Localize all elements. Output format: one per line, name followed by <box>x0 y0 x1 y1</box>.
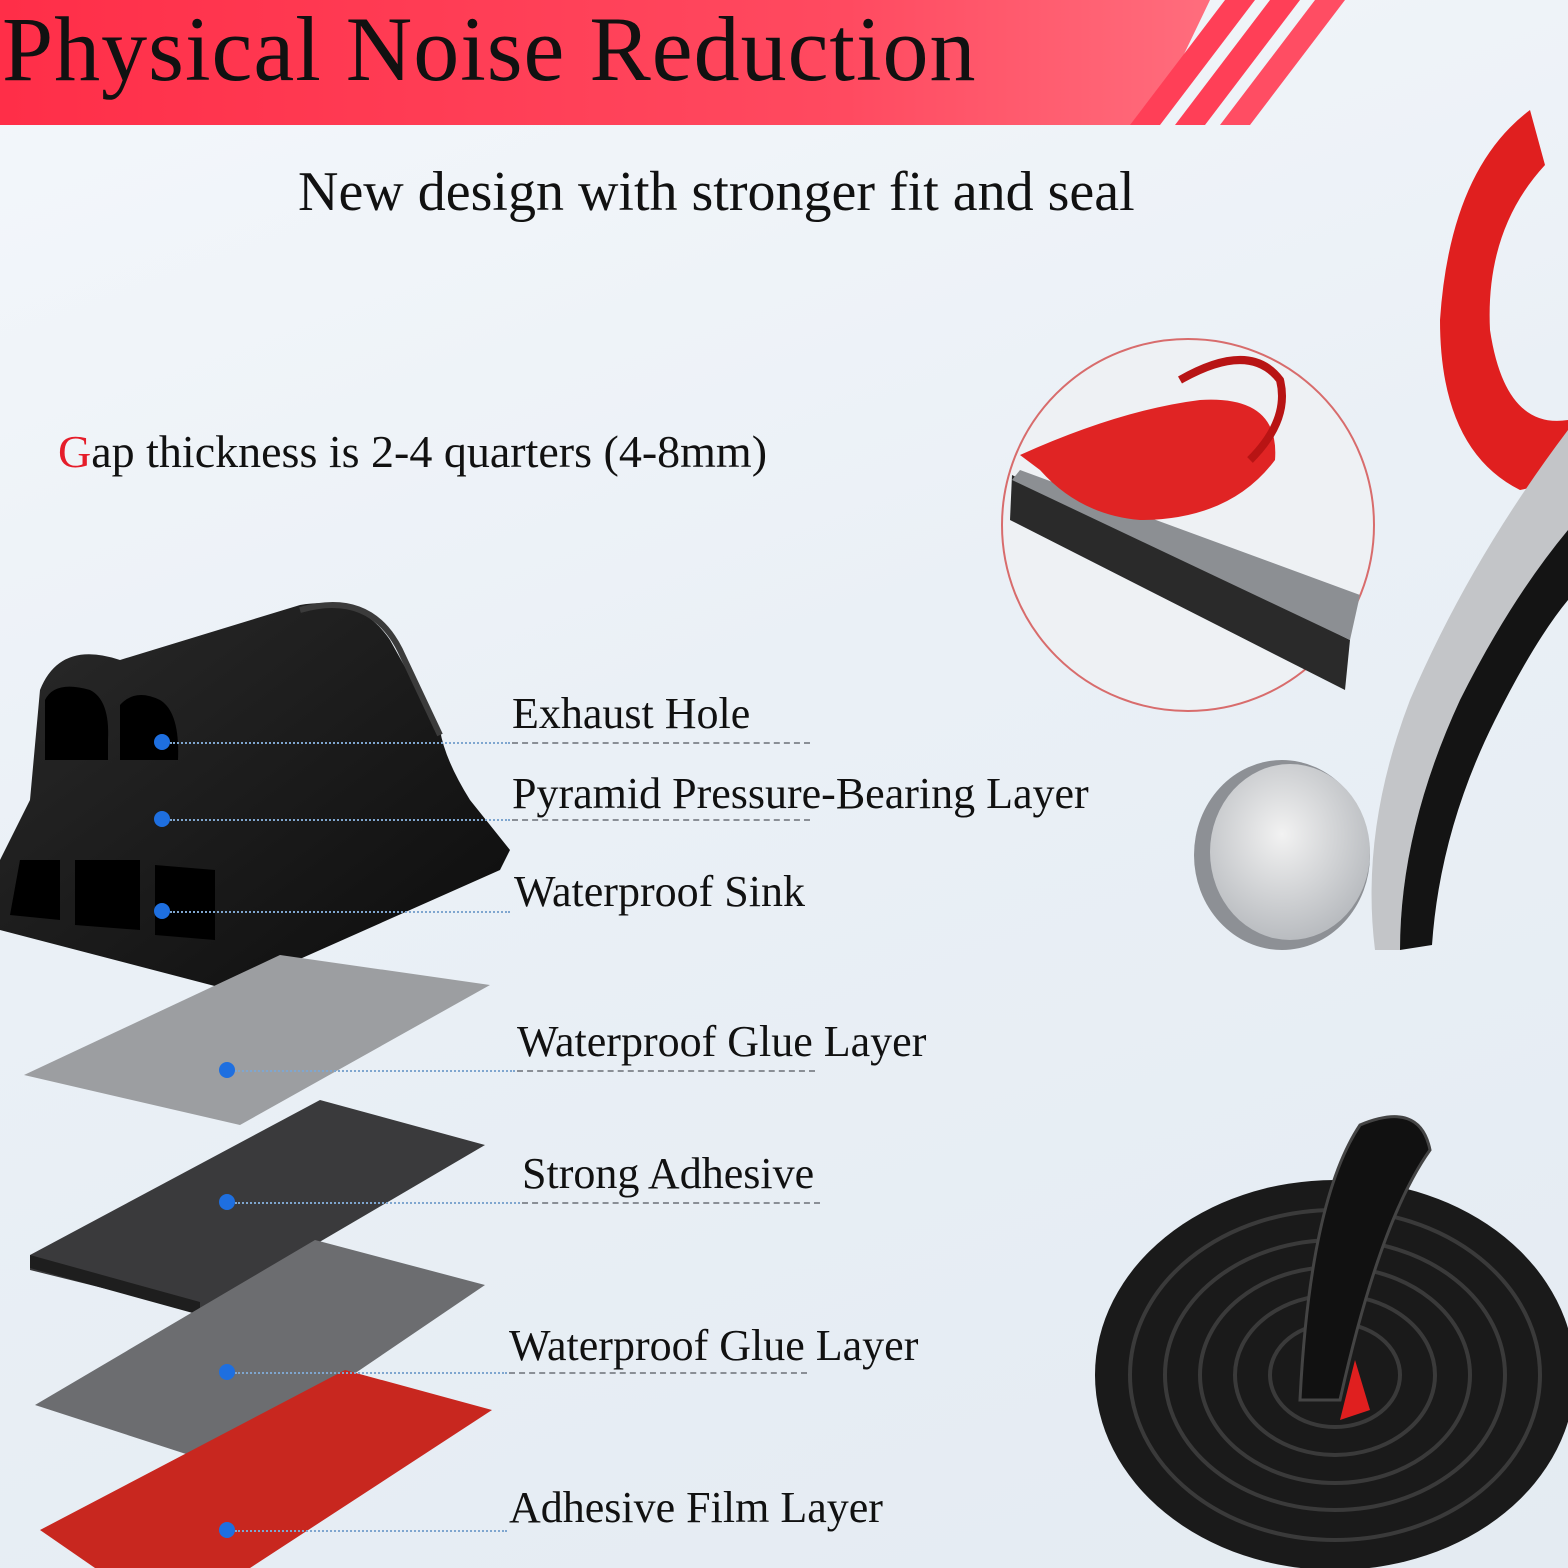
glue-sheet-1 <box>24 955 490 1125</box>
film-layer-label: Adhesive Film Layer <box>509 1483 883 1532</box>
glue-layer-1-marker <box>219 1062 235 1078</box>
zoom-detail <box>1001 338 1375 712</box>
glue-sheet-2 <box>35 1240 485 1465</box>
coin <box>1194 760 1370 950</box>
glue-layer-2-leader <box>235 1372 507 1374</box>
adhesive-sheet-edge <box>30 1255 200 1315</box>
film-layer-leader <box>235 1530 507 1532</box>
subtitle: New design with stronger fit and seal <box>298 161 1135 223</box>
pyramid-layer-label: Pyramid Pressure-Bearing Layer <box>512 769 1089 818</box>
waterproof-sink-label: Waterproof Sink <box>514 867 805 916</box>
exhaust-hole-marker <box>154 734 170 750</box>
strong-adhesive-leader <box>235 1202 520 1204</box>
header-title: Physical Noise Reduction <box>2 0 977 100</box>
pyramid-layer-marker <box>154 811 170 827</box>
glue-layer-1-underline <box>517 1070 815 1072</box>
film-layer-marker <box>219 1522 235 1538</box>
header-banner <box>0 0 1345 125</box>
glue-layer-1-label: Waterproof Glue Layer <box>517 1017 927 1066</box>
strong-adhesive-underline <box>522 1202 820 1204</box>
curved-strip <box>1371 430 1568 950</box>
waterproof-sink-marker <box>154 903 170 919</box>
exhaust-hole-leader <box>170 742 510 744</box>
seal-cross-section <box>0 602 510 990</box>
strong-adhesive-marker <box>219 1194 235 1210</box>
film-sheet <box>40 1370 492 1568</box>
glue-layer-2-underline <box>509 1372 807 1374</box>
waterproof-sink-leader <box>170 911 510 913</box>
gap-thickness-note: Gap thickness is 2-4 quarters (4-8mm) <box>58 425 767 478</box>
pyramid-layer-leader <box>170 819 510 821</box>
glue-layer-1-leader <box>235 1070 515 1072</box>
exhaust-hole-underline <box>512 742 810 744</box>
seal-coil <box>1095 1115 1568 1568</box>
exhaust-hole-label: Exhaust Hole <box>512 689 751 738</box>
adhesive-sheet <box>30 1100 485 1312</box>
strong-adhesive-label: Strong Adhesive <box>522 1149 815 1198</box>
gap-note-text: ap thickness is 2-4 quarters (4-8mm) <box>91 426 768 477</box>
red-ribbon <box>1440 110 1568 490</box>
glue-layer-2-label: Waterproof Glue Layer <box>509 1321 919 1370</box>
gap-note-first-letter: G <box>58 426 92 477</box>
pyramid-layer-underline <box>512 819 810 821</box>
glue-layer-2-marker <box>219 1364 235 1380</box>
